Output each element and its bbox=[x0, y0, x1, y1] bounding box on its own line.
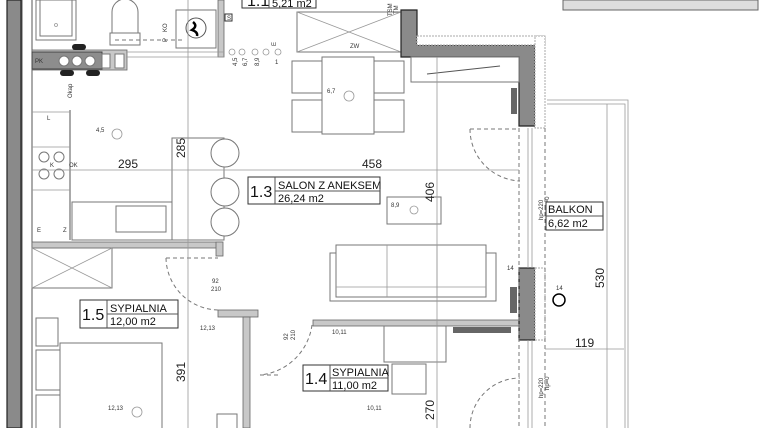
window-hp-label: hp=220 bbox=[539, 199, 545, 220]
svg-text:hp=0: hp=0 bbox=[545, 376, 551, 390]
svg-text:14: 14 bbox=[556, 286, 563, 292]
marker-p: P bbox=[163, 38, 169, 42]
svg-text:1.3: 1.3 bbox=[250, 184, 272, 201]
marker-z: Z bbox=[63, 228, 67, 234]
svg-text:6,7: 6,7 bbox=[243, 57, 249, 66]
desk bbox=[383, 325, 447, 363]
svg-text:92: 92 bbox=[284, 333, 290, 340]
marker-s: S bbox=[227, 16, 231, 22]
dimension-270: 270 bbox=[423, 400, 437, 420]
svg-text:5,21 m2: 5,21 m2 bbox=[272, 0, 312, 10]
door-height-1: 210 bbox=[211, 287, 222, 293]
dimension-406: 406 bbox=[423, 182, 437, 202]
svg-text:1.4: 1.4 bbox=[305, 371, 327, 388]
marker-okap: Okap bbox=[68, 83, 74, 98]
svg-text:12,00 m2: 12,00 m2 bbox=[110, 316, 156, 328]
dimension-119: 119 bbox=[575, 336, 594, 350]
svg-text:12,13: 12,13 bbox=[108, 406, 124, 412]
svg-text:26,24 m2: 26,24 m2 bbox=[278, 193, 324, 205]
washing-machine bbox=[175, 9, 217, 49]
sink bbox=[115, 205, 167, 233]
switch-label: 10,11 bbox=[332, 330, 347, 336]
bar-stools bbox=[210, 138, 240, 237]
marker-tm: TM bbox=[394, 5, 400, 14]
room-label-balkon: BALKON 6,62 m2 bbox=[545, 201, 604, 231]
dimension-295: 295 bbox=[118, 157, 138, 171]
coffee-table bbox=[386, 196, 442, 225]
svg-text:SYPIALNIA: SYPIALNIA bbox=[332, 367, 390, 379]
switch-label: 12,13 bbox=[200, 326, 216, 332]
cooktop bbox=[38, 151, 65, 180]
dining-table: 6,7 bbox=[291, 56, 405, 135]
marker-pk: PK bbox=[35, 59, 43, 65]
svg-text:8,9: 8,9 bbox=[255, 57, 261, 66]
marker-e: E bbox=[37, 228, 41, 234]
marker-l: L bbox=[47, 116, 51, 122]
svg-text:BALKON: BALKON bbox=[548, 204, 593, 216]
svg-text:4,5: 4,5 bbox=[233, 57, 239, 66]
svg-text:SALON Z ANEKSEM: SALON Z ANEKSEM bbox=[278, 180, 381, 192]
svg-text:8,9: 8,9 bbox=[391, 203, 400, 209]
marker-ok: OK bbox=[69, 163, 78, 169]
svg-text:14: 14 bbox=[507, 266, 514, 272]
svg-text:hp=220: hp=220 bbox=[539, 377, 545, 398]
exterior-wall-left bbox=[6, 0, 22, 428]
room-label-1-3: 1.3 SALON Z ANEKSEM 26,24 m2 bbox=[247, 176, 381, 205]
marker-k: K bbox=[50, 163, 54, 169]
bed-1-5 bbox=[59, 342, 163, 428]
room-label-1-5: 1.5 SYPIALNIA 12,00 m2 bbox=[79, 299, 179, 329]
dimension-530: 530 bbox=[593, 268, 607, 288]
svg-text:6,7: 6,7 bbox=[327, 89, 336, 95]
socket-cluster: 4,5 6,7 8,9 1 E bbox=[228, 42, 282, 66]
room-label-1-1: 1.1 5,21 m2 bbox=[241, 0, 317, 10]
wall-bedroom-1-4 bbox=[312, 319, 520, 327]
svg-text:10,11: 10,11 bbox=[367, 406, 382, 412]
dimension-391: 391 bbox=[174, 362, 188, 382]
bathroom-wall-right bbox=[217, 0, 225, 58]
marker-tsm: TSM bbox=[388, 3, 394, 16]
wall-bedroom-1-5 bbox=[31, 241, 223, 249]
dimension-458: 458 bbox=[362, 157, 382, 171]
wall-corridor bbox=[217, 309, 259, 318]
door-width-1: 92 bbox=[212, 279, 219, 285]
svg-text:SYPIALNIA: SYPIALNIA bbox=[110, 303, 168, 315]
svg-text:6,62 m2: 6,62 m2 bbox=[548, 218, 588, 230]
marker-ko: KO bbox=[163, 23, 169, 32]
svg-text:1.5: 1.5 bbox=[82, 307, 104, 324]
svg-text:11,00 m2: 11,00 m2 bbox=[332, 380, 377, 392]
svg-text:1: 1 bbox=[275, 60, 279, 66]
balcony-lamp bbox=[552, 293, 566, 307]
sofa bbox=[329, 244, 497, 302]
room-label-1-4: 1.4 SYPIALNIA 11,00 m2 bbox=[302, 364, 390, 392]
exterior-wall-balcony bbox=[518, 267, 536, 341]
balcony-railing bbox=[547, 99, 629, 428]
socket-label: 4,5 bbox=[96, 128, 105, 134]
svg-text:210: 210 bbox=[291, 329, 297, 340]
dimension-285: 285 bbox=[174, 138, 188, 158]
svg-text:E: E bbox=[272, 42, 278, 46]
marker-zw: ZW bbox=[350, 44, 360, 50]
neighbor-block bbox=[562, 0, 759, 11]
svg-text:1.1: 1.1 bbox=[247, 0, 269, 10]
